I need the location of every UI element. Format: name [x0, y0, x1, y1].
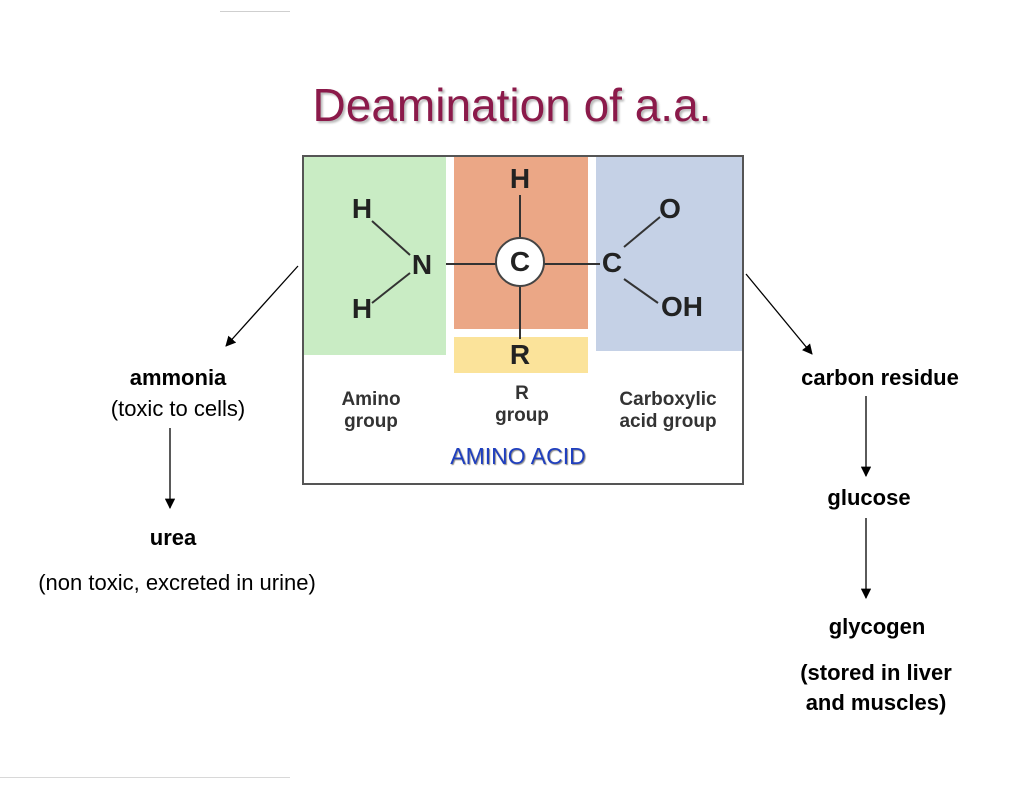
bottom-divider — [0, 777, 290, 778]
bond-lines — [371, 195, 661, 339]
carboxyl-oh: OH — [661, 291, 703, 322]
arrow-to-carbon-residue — [745, 273, 813, 355]
amino-group-label: Amino group — [341, 389, 400, 433]
carboxyl-label-line1: Carboxylic — [619, 389, 717, 410]
glucose-label: glucose — [827, 485, 911, 510]
glycogen-note-line1: (stored in liver — [800, 660, 952, 685]
urea-note: (non toxic, excreted in urine) — [38, 570, 316, 595]
top-divider — [220, 11, 290, 12]
r-atom-box — [454, 337, 588, 373]
carboxyl-c: C — [601, 247, 623, 278]
amino-label-line1: Amino — [341, 389, 401, 410]
amino-n: N — [411, 249, 433, 280]
urea-label: urea — [149, 525, 197, 550]
carboxyl-group-panel — [596, 157, 742, 351]
carboxyl-label-line2: acid group — [619, 411, 717, 432]
ammonia-label: ammonia — [129, 365, 227, 390]
bond-h-n-bottom — [371, 272, 411, 304]
amino-label-line2: group — [344, 411, 398, 432]
amino-acid-diagram: H N H H C R O C OH Amino group R group C… — [302, 155, 744, 485]
glycogen-note-line2: and muscles) — [805, 690, 947, 715]
r-atom: R — [509, 339, 531, 370]
r-group-label: R group — [495, 383, 549, 427]
arrow-to-ammonia — [225, 265, 299, 347]
bond-c-oh — [623, 278, 659, 304]
slide-title: Deamination of a.a. — [312, 79, 712, 131]
amino-h-bottom: H — [351, 293, 373, 324]
carboxyl-o: O — [659, 193, 681, 224]
bond-c-o — [623, 216, 661, 248]
bond-h-n-top — [371, 220, 411, 256]
r-top-h: H — [509, 163, 531, 194]
amino-h-top: H — [351, 193, 373, 224]
ammonia-note: (toxic to cells) — [110, 396, 246, 421]
alpha-carbon: C — [495, 237, 545, 287]
glycogen-label: glycogen — [828, 614, 926, 639]
r-label-line1: R — [515, 383, 529, 404]
carbon-residue-label: carbon residue — [801, 365, 959, 390]
amino-group-panel — [304, 157, 446, 355]
amino-acid-caption: AMINO ACID — [450, 443, 586, 469]
carboxyl-group-label: Carboxylic acid group — [619, 389, 716, 433]
r-label-line2: group — [495, 405, 549, 426]
